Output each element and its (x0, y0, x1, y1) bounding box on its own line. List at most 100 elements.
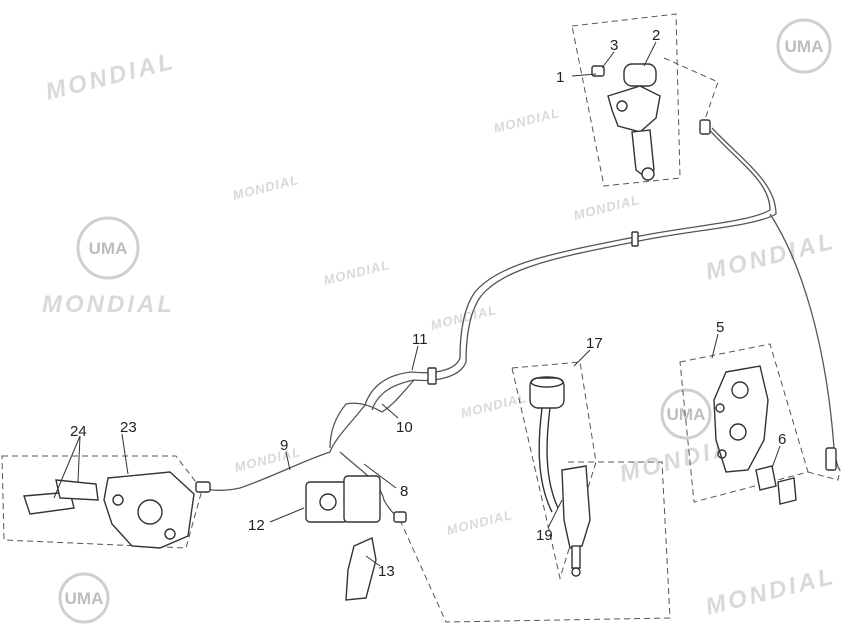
front-brake-hose (329, 125, 771, 453)
rear-reservoir (529, 377, 565, 409)
leader-line (53, 435, 81, 499)
rear-hose-link (399, 461, 671, 623)
pushrod-clevis (571, 567, 581, 577)
callout-8: 8 (400, 483, 408, 500)
watermark-text: MONDIAL (445, 507, 514, 538)
leader-line (547, 499, 563, 529)
abs-motor (343, 475, 381, 523)
leader-line (363, 463, 397, 489)
leader-line (771, 445, 781, 469)
front-hose-link (807, 469, 841, 481)
watermark-text: MONDIAL (703, 227, 839, 285)
front-caliper (713, 365, 797, 505)
leader-line (643, 41, 657, 67)
front-master-cylinder (591, 63, 661, 181)
callout-12: 12 (248, 517, 265, 534)
logo-text: UMA (667, 405, 706, 424)
leader-line (121, 433, 129, 475)
watermark-text: MONDIAL (322, 257, 391, 288)
leader-line (711, 333, 719, 359)
reservoir-hose (538, 407, 553, 513)
rear-caliper-body (103, 471, 195, 549)
master-cylinder-body (607, 85, 661, 133)
callout-6: 6 (778, 431, 786, 448)
caliper-bolt (717, 449, 727, 459)
callout-2: 2 (652, 27, 660, 44)
rear-master-cylinder (529, 376, 591, 577)
rear-master-cylinder-group-outline (511, 361, 597, 580)
caliper-bolt (715, 403, 725, 413)
leader-line (573, 349, 591, 367)
leader-line (601, 51, 615, 69)
uma-logo: UMA (776, 18, 832, 74)
pushrod (571, 545, 581, 569)
rear-brake-pad (55, 479, 99, 501)
callout-5: 5 (716, 319, 724, 336)
uma-logo: UMA (58, 572, 110, 624)
leader-line (365, 555, 381, 567)
master-cylinder-hose-link (663, 57, 719, 123)
callout-10: 10 (396, 419, 413, 436)
callout-19: 19 (536, 527, 553, 544)
leader-line (571, 73, 597, 77)
brake-hoses (195, 119, 841, 523)
hose-fitting (699, 119, 711, 135)
watermark-text: MONDIAL (492, 105, 561, 136)
abs-bracket (345, 536, 377, 601)
front-caliper-body (713, 365, 769, 473)
watermark-text: MONDIAL (703, 562, 839, 620)
logo-text: UMA (785, 37, 824, 56)
logo-text: UMA (89, 239, 128, 258)
front-brake-hose-parallel (371, 127, 777, 411)
abs-unit (305, 475, 381, 601)
uma-logo: UMA (660, 388, 712, 440)
callout-3: 3 (610, 37, 618, 54)
callout-17: 17 (586, 335, 603, 352)
leader-lines (53, 41, 781, 567)
callout-1: 1 (556, 69, 564, 86)
group-outlines (1, 13, 841, 623)
watermark-text: MONDIAL (231, 172, 300, 203)
watermark-text: MONDIAL (233, 444, 302, 475)
front-brake-pad (755, 465, 777, 491)
clamp-bolt (616, 100, 628, 112)
leader-line (381, 403, 399, 419)
watermark-text: MONDIAL (42, 291, 175, 318)
callout-11: 11 (412, 331, 428, 348)
rear-caliper-group-outline (1, 455, 203, 549)
switch-clip (591, 65, 605, 77)
leader-line (77, 435, 81, 483)
watermark-text: MONDIAL (459, 390, 528, 421)
callouts: 1 2 3 5 6 8 9 10 11 12 13 17 19 23 24 (70, 27, 786, 580)
callout-24: 24 (70, 423, 87, 440)
caliper-piston (729, 423, 747, 441)
hose-fitting (825, 447, 837, 471)
caliper-piston (731, 381, 749, 399)
hose-fitting (631, 231, 639, 247)
uma-logo: UMA (76, 216, 140, 280)
leader-line (285, 451, 291, 471)
hose-fitting (393, 511, 407, 523)
watermark-text: MONDIAL (43, 47, 179, 105)
reservoir-cap (623, 63, 657, 87)
hose-fitting (427, 367, 437, 385)
front-caliper-hose (769, 213, 841, 471)
caliper-bolt (164, 528, 176, 540)
hose-10 (329, 379, 415, 449)
callout-13: 13 (378, 563, 395, 580)
abs-port (319, 493, 337, 511)
rear-caliper (23, 471, 195, 549)
logo-text: UMA (65, 589, 104, 608)
watermark-text: MONDIAL (572, 192, 641, 223)
lever-tip (641, 167, 655, 181)
caliper-piston (137, 499, 163, 525)
reservoir-hose (546, 407, 559, 509)
hose-fitting (195, 481, 211, 493)
callout-23: 23 (120, 419, 137, 436)
reservoir-cap-rear (530, 376, 564, 388)
leader-line (269, 507, 305, 523)
callout-9: 9 (280, 437, 288, 454)
abs-modulator (305, 481, 349, 523)
rear-master-cylinder-body (561, 465, 591, 549)
